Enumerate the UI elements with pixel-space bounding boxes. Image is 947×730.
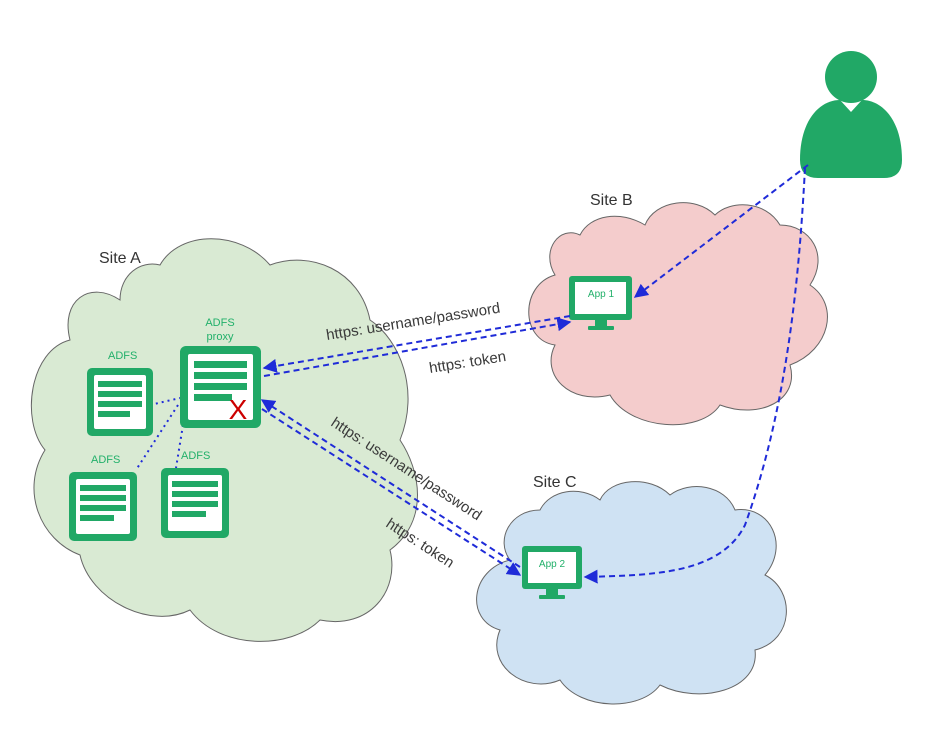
adfs-3-label: ADFS (181, 450, 210, 462)
adfs-server-1: ADFS (87, 350, 153, 436)
adfs-proxy: ADFS proxy X (180, 317, 261, 428)
site-c-label: Site C (533, 474, 577, 491)
site-b-label: Site B (590, 192, 633, 209)
server-icon (161, 468, 229, 538)
proxy-failure-mark: X (229, 394, 248, 425)
connection-arrows (260, 164, 809, 584)
site-b-response-label: https: token (428, 348, 507, 377)
adfs-server-2: ADFS (69, 454, 137, 541)
monitor-icon (569, 276, 632, 330)
proxy-label-line2: proxy (207, 331, 234, 343)
site-b-cloud (528, 202, 828, 426)
app-2: App 2 (522, 546, 582, 599)
adfs-2-label: ADFS (91, 454, 120, 466)
server-icon (87, 368, 153, 436)
monitor-icon (522, 546, 582, 599)
server-icon (180, 346, 261, 428)
app-1: App 1 (569, 276, 632, 330)
server-icon (69, 472, 137, 541)
adfs-cluster-links (135, 397, 184, 471)
user-icon (800, 51, 902, 178)
site-c-cloud (476, 481, 787, 705)
app-1-label: App 1 (588, 289, 615, 300)
adfs-1-label: ADFS (108, 350, 137, 362)
site-a-label: Site A (99, 250, 141, 267)
proxy-label-line1: ADFS (205, 317, 234, 329)
app-2-label: App 2 (539, 559, 566, 570)
adfs-server-3: ADFS (161, 450, 229, 538)
